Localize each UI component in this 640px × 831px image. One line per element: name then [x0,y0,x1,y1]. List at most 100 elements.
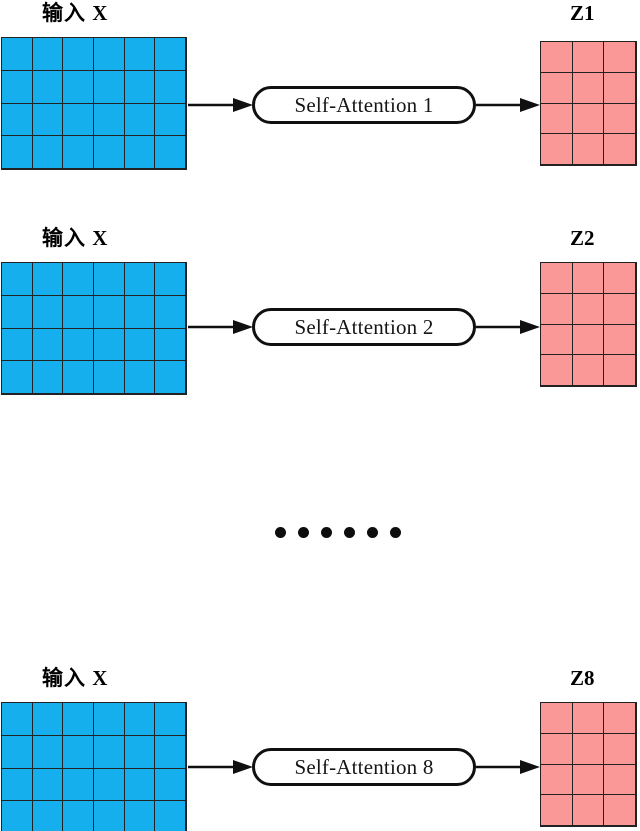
matrix-cell [572,324,605,356]
matrix-cell [2,70,33,104]
matrix-cell [2,361,33,394]
matrix-cell [604,134,636,165]
matrix-cell [604,733,636,765]
matrix-cell [63,70,94,104]
arrow-block-to-output-row-1 [476,98,541,112]
matrix-cell [155,703,186,736]
matrix-cell [63,136,94,169]
ellipsis-dot [390,527,401,538]
matrix-cell [32,136,64,169]
matrix-cell [541,355,573,386]
matrix-cell [572,703,605,734]
matrix-cell [2,295,33,329]
matrix-cell [63,295,94,329]
matrix-cell [155,361,186,394]
output-label-row-1: Z1 [570,1,595,25]
matrix-cell [63,103,94,137]
matrix-cell [32,801,64,831]
matrix-cell [155,768,186,802]
matrix-cell [541,42,573,73]
matrix-cell [604,72,636,104]
matrix-cell [93,703,125,736]
matrix-cell [124,361,156,394]
matrix-cell [63,328,94,362]
ellipsis-dot [321,527,332,538]
matrix-cell [32,328,64,362]
matrix-cell [572,733,605,765]
matrix-cell [32,703,64,736]
self-attention-block-label-row-1: Self-Attention 1 [294,92,434,117]
self-attention-block-row-3[interactable]: Self-Attention 8 [252,748,476,786]
matrix-cell [572,795,605,826]
matrix-cell [541,703,573,734]
matrix-cell [93,328,125,362]
matrix-cell [63,263,94,296]
matrix-cell [2,768,33,802]
matrix-cell [2,328,33,362]
matrix-cell [155,70,186,104]
matrix-cell [124,136,156,169]
matrix-cell [604,324,636,356]
matrix-cell [572,103,605,135]
matrix-cell [124,801,156,831]
matrix-cell [155,103,186,137]
output-matrix-row-1 [540,41,637,166]
matrix-cell [2,136,33,169]
matrix-cell [155,38,186,71]
matrix-cell [124,328,156,362]
matrix-cell [155,735,186,769]
matrix-cell [124,70,156,104]
matrix-cell [63,768,94,802]
matrix-cell [124,735,156,769]
matrix-cell [93,735,125,769]
matrix-cell [572,134,605,165]
matrix-cell [572,42,605,73]
input-label-row-1: 输入 X [42,1,109,25]
matrix-cell [541,324,573,356]
self-attention-block-row-2[interactable]: Self-Attention 2 [252,308,476,346]
arrow-input-to-block-row-1 [188,98,254,112]
input-matrix-row-1 [1,37,187,170]
arrow-input-to-block-row-2 [188,320,254,334]
matrix-cell [604,795,636,826]
matrix-cell [2,735,33,769]
matrix-cell [124,38,156,71]
matrix-cell [155,801,186,831]
matrix-cell [155,328,186,362]
matrix-cell [2,703,33,736]
matrix-cell [572,355,605,386]
input-matrix-row-3 [1,702,187,831]
matrix-cell [93,70,125,104]
matrix-cell [32,295,64,329]
matrix-cell [93,295,125,329]
ellipsis-dot [344,527,355,538]
input-matrix-row-2 [1,262,187,395]
matrix-cell [604,703,636,734]
matrix-cell [541,293,573,325]
ellipsis-dot [298,527,309,538]
matrix-cell [541,733,573,765]
matrix-cell [32,38,64,71]
matrix-cell [604,764,636,796]
output-label-row-2: Z2 [570,226,595,250]
matrix-cell [604,355,636,386]
matrix-cell [63,361,94,394]
matrix-cell [604,42,636,73]
matrix-cell [63,801,94,831]
matrix-cell [124,703,156,736]
input-label-row-3: 输入 X [42,666,109,690]
self-attention-block-row-1[interactable]: Self-Attention 1 [252,86,476,124]
matrix-cell [63,735,94,769]
matrix-cell [541,263,573,294]
matrix-cell [124,295,156,329]
arrow-input-to-block-row-3 [188,760,254,774]
matrix-cell [541,134,573,165]
matrix-cell [32,70,64,104]
matrix-cell [155,263,186,296]
matrix-cell [2,263,33,296]
matrix-cell [604,293,636,325]
matrix-cell [541,72,573,104]
matrix-cell [541,764,573,796]
matrix-cell [155,136,186,169]
